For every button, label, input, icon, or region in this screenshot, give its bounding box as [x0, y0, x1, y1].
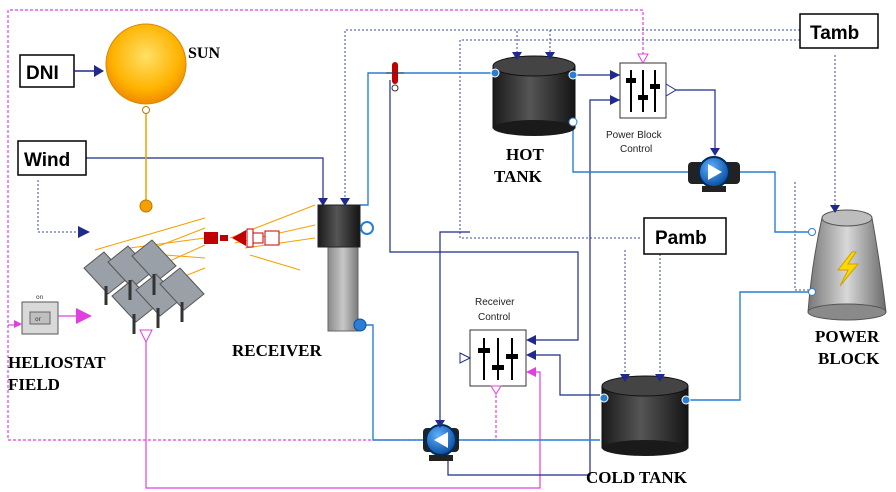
cold-pump[interactable] [423, 424, 459, 461]
hot-tank-inlet-port [490, 68, 500, 78]
ambient-signal-lines [37, 29, 836, 380]
heliostat-field-label-1: HELIOSTAT [8, 353, 106, 372]
or-label: or [35, 316, 42, 323]
sun-port [142, 106, 150, 114]
wind-label: Wind [24, 150, 70, 171]
sun-label: SUN [188, 45, 220, 62]
field-output-arrow-icon [76, 308, 92, 324]
receiver-control[interactable] [459, 329, 536, 395]
pb-control-label-2: Control [620, 144, 652, 155]
power-block-control[interactable] [610, 53, 677, 119]
or-block[interactable]: or on [21, 294, 59, 335]
lightning-icon [836, 251, 860, 287]
receiver[interactable] [317, 198, 374, 332]
receiver-control-label-2: Control [478, 312, 510, 323]
field-wind-arrow-icon [78, 226, 90, 238]
pamb-label: Pamb [655, 228, 707, 249]
receiver-control-label-1: Receiver [475, 297, 515, 308]
field-sun-port [139, 199, 153, 213]
or-input-arrow-icon [14, 320, 22, 328]
dni-input[interactable]: DNI [19, 54, 75, 88]
field-control-port-icon [139, 329, 153, 344]
heliostat-field-label-2: FIELD [8, 375, 60, 394]
receiver-label: RECEIVER [232, 341, 322, 360]
cold-tank-label: COLD TANK [586, 468, 688, 487]
pb-control-label-1: Power Block [606, 130, 663, 141]
hot-tank-label-1: HOT [506, 145, 544, 164]
fluid-lines [360, 72, 812, 441]
tamb-label: Tamb [810, 23, 859, 44]
tamb-input[interactable]: Tamb [799, 13, 879, 49]
hot-tank-outlet-port [568, 70, 578, 80]
receiver-inlet-port [353, 318, 367, 332]
sun[interactable] [105, 23, 187, 105]
power-block-label-1: POWER [815, 327, 880, 346]
flux-connector [204, 228, 280, 248]
wind-input[interactable]: Wind [17, 140, 87, 176]
hot-pump[interactable] [688, 156, 740, 192]
hot-tank[interactable] [490, 52, 578, 136]
cold-tank[interactable] [599, 374, 691, 456]
dni-arrow-icon [94, 65, 104, 77]
pamb-input[interactable]: Pamb [643, 217, 727, 255]
or-tag: on [36, 294, 44, 301]
receiver-outlet-port [360, 221, 374, 235]
power-block[interactable] [807, 205, 887, 321]
hot-pump-arrow-icon [708, 164, 722, 180]
pb-control-pink-port-icon [637, 53, 649, 65]
wind-arrow-icon [318, 198, 328, 206]
cold-pump-arrow-icon [434, 432, 448, 448]
temperature-sensor [386, 62, 404, 92]
dni-label: DNI [26, 63, 59, 84]
hot-tank-port [568, 117, 578, 127]
heliostat-field[interactable] [76, 204, 316, 344]
power-block-label-2: BLOCK [818, 349, 880, 368]
hot-tank-label-2: TANK [494, 167, 543, 186]
